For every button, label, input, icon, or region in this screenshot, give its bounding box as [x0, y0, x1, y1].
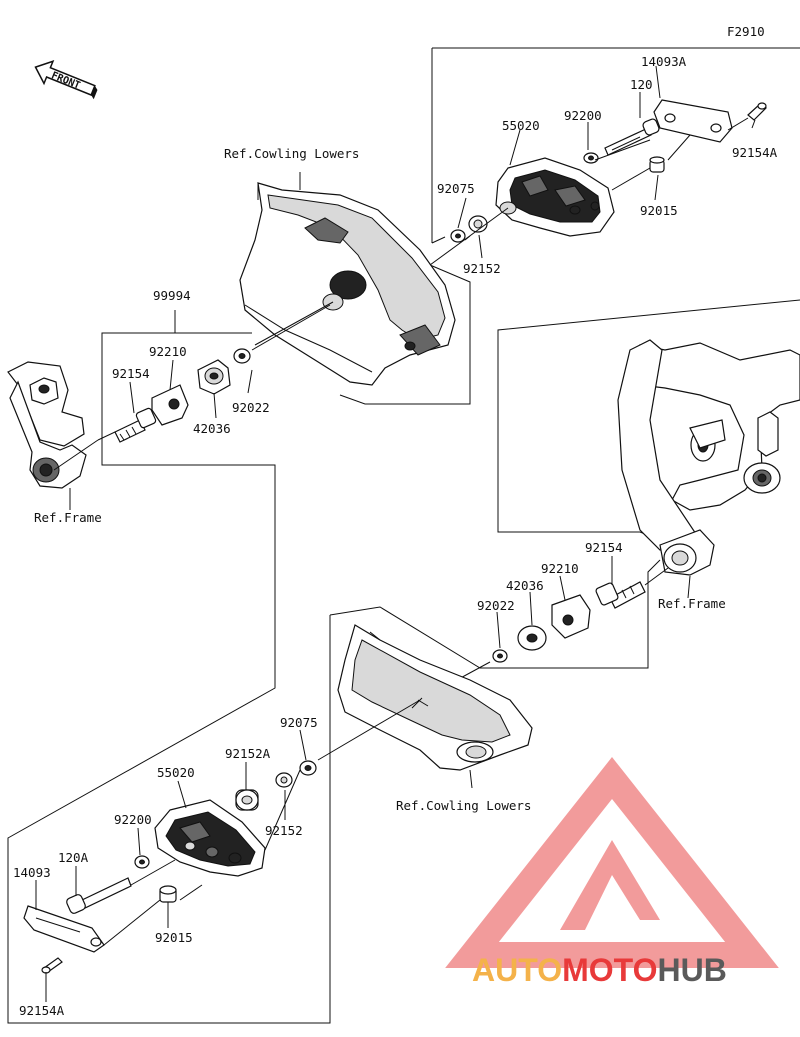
part-labels: 14093A 120 92200 55020 92154A 92075 9201…: [13, 54, 778, 1018]
watermark-triangle-icon: [445, 757, 779, 968]
mount-92210-left: [151, 384, 189, 426]
leader-line: [594, 117, 749, 191]
slider-55020-top: [495, 157, 615, 237]
label-120: 120: [630, 77, 653, 92]
label-92022-left: 92022: [232, 400, 270, 415]
leader-line: [254, 301, 334, 346]
leader-line: [35, 729, 307, 1002]
bolt-92154-right: [595, 581, 646, 609]
watermark-inner-mark-icon: [560, 840, 660, 930]
bolt-92154-left: [114, 407, 157, 443]
collar-92015-top: [649, 156, 665, 173]
label-92015-bottom: 92015: [155, 930, 193, 945]
collar-92152A-bottom: [235, 789, 259, 811]
label-92152A-bottom: 92152A: [225, 746, 271, 761]
cowling-lower-top: [239, 182, 456, 386]
leader-line: [457, 65, 756, 259]
label-99994: 99994: [153, 288, 191, 303]
figure-code: F2910: [727, 24, 765, 39]
label-92154A-top: 92154A: [732, 145, 778, 160]
leader-line: [429, 207, 509, 266]
bush-42036-left: [197, 359, 231, 395]
watermark-logo: [445, 757, 779, 968]
label-ref-cowling-top: Ref.Cowling Lowers: [224, 146, 359, 161]
screw-92154A-bottom: [41, 957, 63, 974]
label-92075-top: 92075: [437, 181, 475, 196]
label-92015-top: 92015: [640, 203, 678, 218]
mount-92210-right: [551, 594, 591, 639]
frame-left: [7, 361, 99, 510]
slider-55020-bottom: [154, 799, 266, 877]
plate-14093-bottom: [23, 905, 105, 953]
label-14093: 14093: [13, 865, 51, 880]
front-arrow-icon: FRONT: [34, 60, 98, 100]
label-92152-bottom: 92152: [265, 823, 303, 838]
label-92154-right: 92154: [585, 540, 623, 555]
label-92154A-bottom: 92154A: [19, 1003, 65, 1018]
label-92075-bottom: 92075: [280, 715, 318, 730]
label-55020-top: 55020: [502, 118, 540, 133]
bolt-120A-bottom: [66, 877, 132, 914]
bolt-120-top: [604, 118, 660, 156]
leader-line: [129, 359, 253, 419]
label-92210-left: 92210: [149, 344, 187, 359]
label-120A: 120A: [58, 850, 89, 865]
label-92152-top: 92152: [463, 261, 501, 276]
screw-92154A-top: [747, 102, 767, 121]
collar-92152-top: [468, 215, 488, 233]
label-42036-right: 42036: [506, 578, 544, 593]
leader-line: [103, 699, 421, 946]
collar-92015-bottom: [159, 885, 177, 903]
label-92200-top: 92200: [564, 108, 602, 123]
cowling-lower-bottom: [337, 624, 533, 771]
leader-line: [97, 304, 331, 441]
label-92200-bottom: 92200: [114, 812, 152, 827]
label-92154-left: 92154: [112, 366, 150, 381]
leader-line: [469, 769, 473, 789]
leader-line: [496, 556, 691, 649]
frame-right: [617, 339, 800, 576]
label-ref-cowling-bottom: Ref.Cowling Lowers: [396, 798, 531, 813]
label-92210-right: 92210: [541, 561, 579, 576]
label-ref-frame-left: Ref.Frame: [34, 510, 102, 525]
label-ref-frame-right: Ref.Frame: [658, 596, 726, 611]
label-14093A: 14093A: [641, 54, 687, 69]
label-42036-left: 42036: [193, 421, 231, 436]
plate-14093A-top: [653, 99, 733, 143]
bush-42036-right: [517, 625, 547, 651]
watermark-text: AUTOMOTOHUB: [472, 952, 727, 988]
left-bracket-lines: [7, 310, 661, 1024]
label-92022-right: 92022: [477, 598, 515, 613]
label-55020-bottom: 55020: [157, 765, 195, 780]
